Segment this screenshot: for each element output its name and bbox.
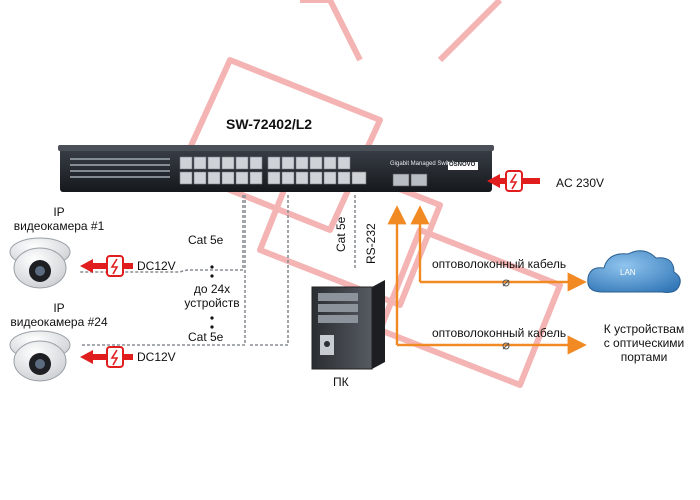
rj45-port (267, 156, 281, 170)
cat5e-label-2: Cat 5e (188, 330, 224, 344)
rj45-port (309, 156, 323, 170)
switch-panel-label: Gigabit Managed Switch (390, 161, 456, 167)
device-count-line1: до 24х (193, 282, 231, 296)
rj45-port (193, 171, 207, 185)
fiber-markers (502, 279, 510, 350)
lan-cloud (587, 250, 681, 293)
rj45-port (235, 156, 249, 170)
fiber-lines (387, 205, 587, 355)
rj45-port (221, 171, 235, 185)
switch-device (58, 145, 494, 192)
rj45-port (207, 171, 221, 185)
rj45-port (249, 171, 263, 185)
device-count-line2: устройств (184, 296, 240, 310)
rj45-port (295, 171, 309, 185)
devices-line3: портами (620, 350, 668, 364)
twisted-cables (80, 195, 356, 346)
dc-power-arrow-2 (80, 346, 133, 368)
devices-line2: с оптическими (603, 336, 685, 350)
rj45-port (235, 171, 249, 185)
camera-1-line1: IP (53, 205, 65, 219)
dc-power-arrow-1 (80, 255, 133, 277)
camera-24-line2: видеокамера #24 (10, 315, 108, 329)
dc-power-label-1: DC12V (137, 259, 176, 273)
rj45-port (267, 171, 281, 185)
ac-power-arrow (487, 170, 540, 192)
devices-label: К устройствам с оптическими портами (594, 322, 694, 364)
pc-tower (311, 280, 385, 370)
pc-label: ПК (333, 375, 349, 389)
device-count-note: до 24х устройств (170, 282, 254, 310)
lan-label: LAN (620, 268, 636, 277)
cat5e-label-1: Cat 5e (188, 233, 224, 247)
ellipsis-dots (210, 265, 214, 329)
dome-camera-1 (9, 237, 71, 289)
rj45-port (323, 156, 337, 170)
rj45-port (337, 171, 351, 185)
rj45-port (193, 156, 207, 170)
rj45-port (179, 171, 193, 185)
rj45-port (207, 156, 221, 170)
switch-brand-logo: OSNOVO (449, 162, 476, 168)
rj45-port (221, 156, 235, 170)
fiber-label-2: оптоволоконный кабель (432, 326, 567, 340)
rj45-port (281, 171, 295, 185)
dc-power-label-2: DC12V (137, 350, 176, 364)
camera-1-label: IP видеокамера #1 (4, 205, 114, 233)
rs232-label: RS-232 (364, 223, 378, 264)
rj45-port (249, 156, 263, 170)
camera-24-line1: IP (53, 301, 65, 315)
ac-power-label: AC 230V (556, 176, 605, 190)
camera-1-line2: видеокамера #1 (13, 219, 105, 233)
switch-model-title: SW-72402/L2 (226, 116, 313, 132)
rj45-port (281, 156, 295, 170)
devices-line1: К устройствам (603, 322, 685, 336)
rj45-port (323, 171, 337, 185)
fiber-label-1: оптоволоконный кабель (432, 257, 567, 271)
camera-24-label: IP видеокамера #24 (4, 301, 114, 329)
pc-cat5e-label: Cat 5e (334, 216, 348, 252)
dome-camera-24 (9, 330, 71, 382)
rj45-port (337, 156, 351, 170)
rj45-port (179, 156, 193, 170)
rj45-port (295, 156, 309, 170)
rj45-port (309, 171, 323, 185)
